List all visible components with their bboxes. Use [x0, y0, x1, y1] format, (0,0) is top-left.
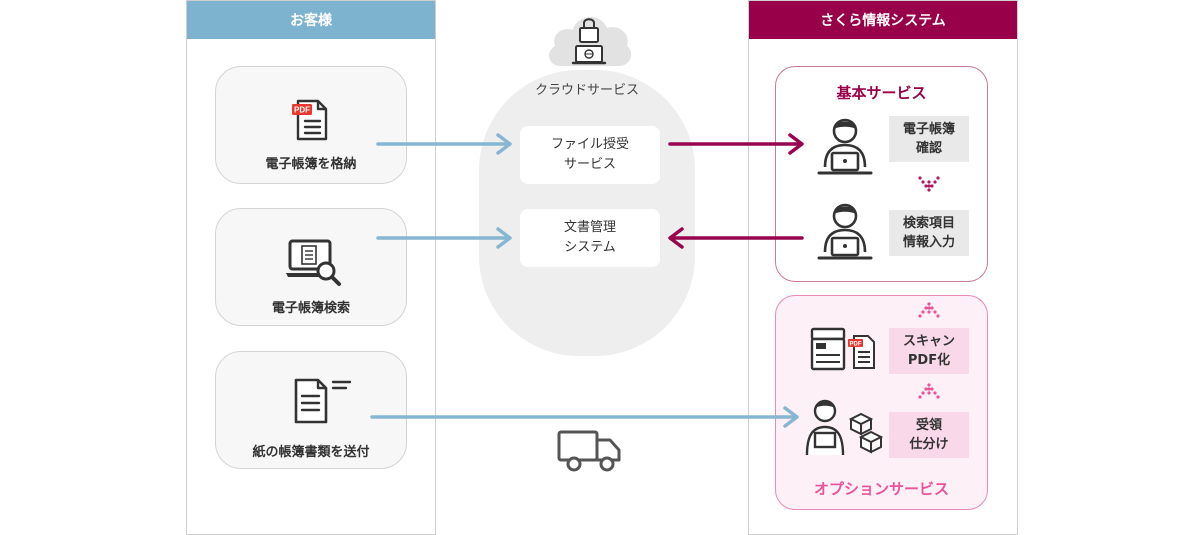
task-receive-sort: 受領 仕分け	[889, 412, 969, 458]
operator-laptop-icon-2	[817, 203, 873, 260]
pdf-document-icon-small: PDF	[848, 335, 875, 369]
multifunction-printer-icon	[810, 327, 846, 371]
pdf-document-icon: PDF	[292, 99, 328, 141]
pdf-badge-text: PDF	[294, 106, 310, 115]
basic-service-title: 基本サービス	[836, 84, 927, 102]
pdf-badge-text-small: PDF	[850, 342, 862, 348]
task-receive-sort-line1: 受領	[915, 418, 942, 433]
cloud-lock-icon	[549, 16, 632, 66]
service-file-transfer-line1: ファイル授受	[550, 137, 629, 152]
service-file-transfer: ファイル授受 サービス	[520, 126, 660, 184]
task-ebook-confirm-line1: 電子帳簿	[902, 122, 955, 137]
task-scan-pdf-line1: スキャン	[902, 334, 955, 349]
operator-laptop-icon	[817, 118, 873, 175]
task-index-input-line2: 情報入力	[902, 235, 955, 250]
task-ebook-confirm: 電子帳簿 確認	[889, 116, 969, 162]
card-label-store: 電子帳簿を格納	[265, 157, 357, 172]
task-ebook-confirm-line2: 確認	[915, 141, 942, 156]
laptop-search-icon	[286, 239, 341, 286]
card-search-ebooks: 電子帳簿検索	[215, 208, 407, 326]
service-document-management-line1: 文書管理	[563, 220, 616, 235]
task-scan-pdf: スキャン PDF化	[889, 328, 969, 374]
card-send-paper: 紙の帳簿書類を送付	[215, 351, 407, 469]
dotted-chevron-up-icon	[918, 302, 940, 318]
service-document-management: 文書管理 システム	[520, 209, 660, 267]
customer-header: お客様	[187, 1, 435, 39]
paper-document-send-icon	[294, 378, 352, 424]
service-file-transfer-line2: サービス	[563, 157, 616, 172]
card-label-send: 紙の帳簿書類を送付	[252, 445, 370, 460]
card-label-search: 電子帳簿検索	[271, 301, 350, 316]
task-index-input: 検索項目 情報入力	[889, 210, 969, 256]
cloud-label: クラウドサービス	[534, 83, 639, 98]
service-document-management-line2: システム	[564, 240, 616, 255]
task-index-input-line1: 検索項目	[902, 216, 955, 231]
sakura-header: さくら情報システム	[749, 1, 1017, 39]
truck-icon	[557, 430, 621, 472]
worker-parcels-icon	[805, 399, 883, 456]
task-scan-pdf-line2: PDF化	[907, 353, 951, 368]
task-receive-sort-line2: 仕分け	[909, 437, 949, 452]
dotted-chevron-up-icon-2	[918, 383, 940, 399]
card-store-ebooks: PDF 電子帳簿を格納	[215, 66, 407, 184]
option-service-title: オプションサービス	[813, 480, 949, 498]
dotted-chevron-down-icon	[918, 176, 940, 192]
